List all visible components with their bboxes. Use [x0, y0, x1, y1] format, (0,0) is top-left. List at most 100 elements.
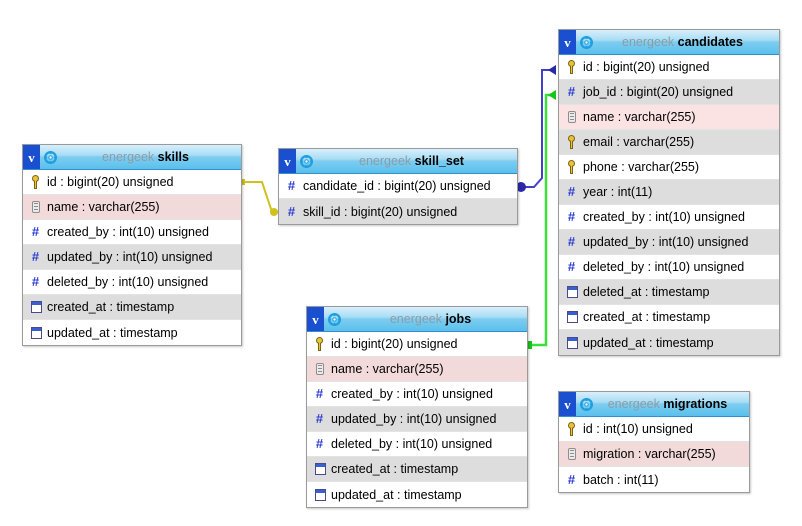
table-title: energeek migrations: [596, 397, 749, 411]
column-row[interactable]: # created_by : int(10) unsigned: [559, 205, 779, 230]
column-row[interactable]: #deleted_by : int(10) unsigned: [23, 270, 241, 295]
column-label: deleted_by : int(10) unsigned: [331, 437, 493, 451]
hash-icon: #: [567, 184, 576, 199]
column-label: id : bigint(20) unsigned: [583, 60, 710, 74]
column-row[interactable]: id : int(10) unsigned: [559, 417, 749, 442]
calendar-icon: [312, 487, 327, 503]
calendar-icon: [28, 299, 43, 315]
column-label: created_at : timestamp: [583, 310, 711, 324]
schema-label: energeek: [607, 397, 660, 411]
column-label: id : bigint(20) unsigned: [47, 175, 174, 189]
hash-icon: #: [567, 234, 576, 249]
table-name-label: jobs: [445, 312, 472, 326]
column-label: created_by : int(10) unsigned: [331, 387, 493, 401]
gear-icon[interactable]: [296, 149, 316, 173]
column-label: year : int(11): [583, 185, 653, 199]
column-row[interactable]: created_at : timestamp: [307, 457, 527, 482]
calendar-icon: [28, 325, 43, 341]
key-icon: [312, 336, 327, 352]
calendar-icon: [312, 461, 327, 477]
column-label: deleted_at : timestamp: [583, 285, 710, 299]
column-label: deleted_by : int(10) unsigned: [583, 260, 745, 274]
column-row[interactable]: migration : varchar(255): [559, 442, 749, 467]
relation-jobs-to-candidates: [524, 90, 556, 349]
column-label: updated_by : int(10) unsigned: [47, 250, 213, 264]
key-icon: [564, 134, 579, 150]
column-row[interactable]: email : varchar(255): [559, 130, 779, 155]
column-label: updated_at : timestamp: [583, 335, 714, 350]
column-row[interactable]: created_at : timestamp: [23, 295, 241, 320]
hash-icon: #: [567, 209, 576, 224]
v-badge-icon: v: [279, 149, 296, 173]
table-title: energeek skill_set: [316, 154, 517, 168]
column-row[interactable]: # year : int(11): [559, 180, 779, 205]
key-icon: [28, 174, 43, 190]
column-row[interactable]: #updated_by : int(10) unsigned: [307, 407, 527, 432]
column-row[interactable]: updated_at : timestamp: [23, 320, 241, 345]
column-label: updated_at : timestamp: [331, 487, 462, 502]
hash-icon: #: [315, 386, 324, 401]
column-row[interactable]: updated_at : timestamp: [559, 330, 779, 355]
table-header-skill_set[interactable]: v energeek skill_set: [279, 149, 517, 174]
schema-label: energeek: [389, 312, 442, 326]
column-row[interactable]: name : varchar(255): [23, 195, 241, 220]
column-label: name : varchar(255): [331, 362, 444, 376]
gear-icon[interactable]: [576, 30, 596, 54]
column-row[interactable]: # created_by : int(10) unsigned: [307, 382, 527, 407]
column-row[interactable]: id : bigint(20) unsigned: [307, 332, 527, 357]
gear-icon[interactable]: [324, 307, 344, 331]
column-row[interactable]: #deleted_by : int(10) unsigned: [307, 432, 527, 457]
hash-icon: #: [315, 411, 324, 426]
column-row[interactable]: name : varchar(255): [559, 105, 779, 130]
table-name-label: skill_set: [414, 154, 464, 168]
column-label: skill_id : bigint(20) unsigned: [303, 204, 458, 219]
column-label: candidate_id : bigint(20) unsigned: [303, 179, 491, 193]
column-row[interactable]: name : varchar(255): [307, 357, 527, 382]
calendar-icon: [564, 335, 579, 351]
document-icon: [312, 361, 327, 377]
gear-icon[interactable]: [40, 145, 60, 169]
column-row[interactable]: #job_id : bigint(20) unsigned: [559, 80, 779, 105]
column-row[interactable]: deleted_at : timestamp: [559, 280, 779, 305]
hash-icon: #: [567, 259, 576, 274]
column-row[interactable]: # batch : int(11): [559, 467, 749, 492]
column-label: id : bigint(20) unsigned: [331, 337, 458, 351]
column-row[interactable]: # updated_by : int(10) unsigned: [559, 230, 779, 255]
hash-icon: #: [567, 471, 576, 487]
column-row[interactable]: # updated_by : int(10) unsigned: [23, 245, 241, 270]
hash-icon: #: [31, 249, 40, 264]
column-row[interactable]: #candidate_id : bigint(20) unsigned: [279, 174, 517, 199]
table-name-label: candidates: [677, 35, 743, 49]
column-row[interactable]: phone : varchar(255): [559, 155, 779, 180]
column-label: created_at : timestamp: [47, 300, 175, 314]
column-row[interactable]: #created_by : int(10) unsigned: [23, 220, 241, 245]
column-row[interactable]: id : bigint(20) unsigned: [23, 170, 241, 195]
hash-icon: #: [31, 274, 40, 289]
gear-icon[interactable]: [576, 392, 596, 416]
column-row[interactable]: # deleted_by : int(10) unsigned: [559, 255, 779, 280]
column-row[interactable]: updated_at : timestamp: [307, 482, 527, 507]
column-label: created_by : int(10) unsigned: [583, 210, 745, 224]
column-label: updated_by : int(10) unsigned: [583, 235, 749, 249]
document-icon: [564, 109, 579, 125]
key-icon: [564, 59, 579, 75]
table-skill_set[interactable]: v energeek skill_set #candidate_id : bigin…: [278, 148, 518, 225]
column-row[interactable]: id : bigint(20) unsigned: [559, 55, 779, 80]
column-label: batch : int(11): [583, 472, 659, 487]
table-name-label: migrations: [663, 397, 728, 411]
key-icon: [564, 421, 579, 437]
relation-skill-set-to-candidates: [516, 65, 556, 192]
column-label: created_at : timestamp: [331, 462, 459, 476]
column-row[interactable]: created_at : timestamp: [559, 305, 779, 330]
table-title: energeek jobs: [344, 312, 527, 326]
column-row[interactable]: #skill_id : bigint(20) unsigned: [279, 199, 517, 224]
